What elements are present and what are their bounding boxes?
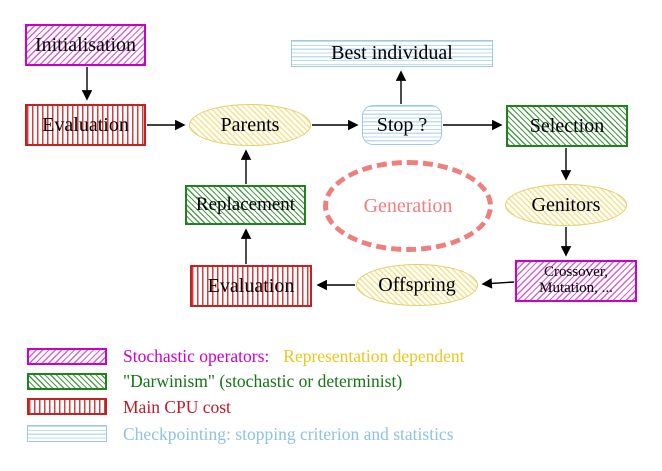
- legend-swatch-main-cpu-cost: [27, 398, 107, 415]
- node-initialisation-label: Initialisation: [34, 33, 137, 56]
- legend-label-main-cpu-cost: Main CPU cost: [123, 397, 231, 417]
- node-genitors: Genitors: [505, 184, 627, 226]
- node-stop: Stop ?: [362, 105, 442, 145]
- node-selection-label: Selection: [529, 114, 605, 137]
- legend-row-stochastic-operators: Stochastic operators: Representation depe…: [123, 346, 465, 367]
- arrow-crossover-to-offspring: [481, 278, 515, 289]
- node-parents-label: Parents: [220, 113, 280, 136]
- node-genitors-label: Genitors: [531, 193, 601, 216]
- node-evaluation-top: Evaluation: [25, 104, 146, 146]
- node-replacement: Replacement: [185, 185, 306, 225]
- node-offspring: Offspring: [356, 264, 478, 306]
- node-crossover-mutation-label: Crossover, Mutation, ...: [539, 264, 613, 296]
- node-selection: Selection: [506, 105, 628, 147]
- node-crossover-mutation: Crossover, Mutation, ...: [515, 260, 637, 302]
- node-best-individual-label: Best individual: [331, 42, 453, 64]
- node-offspring-label: Offspring: [378, 273, 456, 296]
- legend-label-stochastic-operators: Stochastic operators:: [123, 346, 270, 366]
- legend-label-darwinism: "Darwinism" (stochastic or determinist): [123, 371, 403, 391]
- generation-loop-annotation: Generation: [323, 160, 493, 252]
- legend-label-checkpointing: Checkpointing: stopping criterion and st…: [123, 424, 454, 444]
- node-stop-label: Stop ?: [376, 113, 428, 136]
- generation-label: Generation: [363, 194, 453, 217]
- node-initialisation: Initialisation: [25, 24, 146, 66]
- node-evaluation-bottom-label: Evaluation: [207, 274, 295, 297]
- legend-label-representation-dependent: Representation dependent: [283, 346, 465, 366]
- legend-swatch-darwinism: [27, 373, 107, 390]
- legend-swatch-stochastic-operators: [27, 348, 107, 365]
- node-evaluation-bottom: Evaluation: [190, 265, 312, 307]
- node-evaluation-top-label: Evaluation: [42, 113, 129, 136]
- node-replacement-label: Replacement: [195, 194, 296, 216]
- legend-swatch-checkpointing: [27, 425, 107, 442]
- node-best-individual: Best individual: [291, 40, 493, 67]
- node-parents: Parents: [189, 104, 311, 146]
